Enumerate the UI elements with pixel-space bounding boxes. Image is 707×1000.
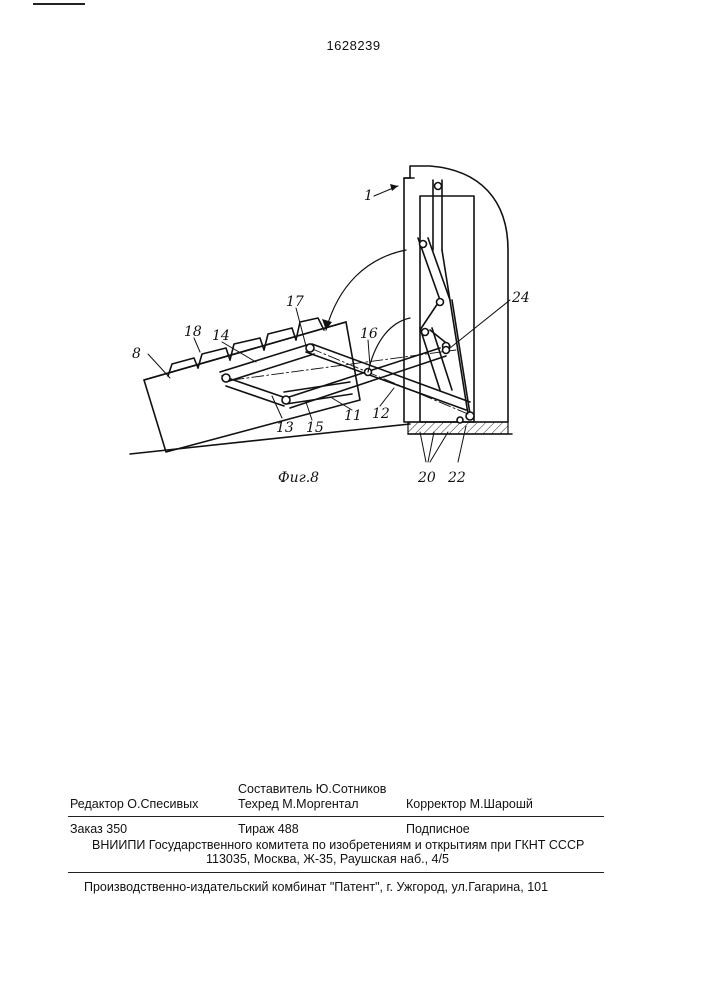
order-line: Заказ 350 (70, 822, 127, 836)
address-line: 113035, Москва, Ж-35, Раушская наб., 4/5 (206, 852, 449, 866)
printer-line: Производственно-издательский комбинат "П… (84, 880, 548, 894)
editor-line: Редактор О.Спесивых (70, 797, 198, 811)
divider (68, 816, 604, 817)
compiler-line: Составитель Ю.Сотников (238, 782, 386, 796)
corrector-line: Корректор М.Шарошй (406, 797, 533, 811)
divider (68, 872, 604, 873)
institute-line: ВНИИПИ Государственного комитета по изоб… (92, 838, 584, 852)
circulation-line: Тираж 488 (238, 822, 299, 836)
techred-line: Техред М.Моргентал (238, 797, 359, 811)
subscription-line: Подписное (406, 822, 470, 836)
